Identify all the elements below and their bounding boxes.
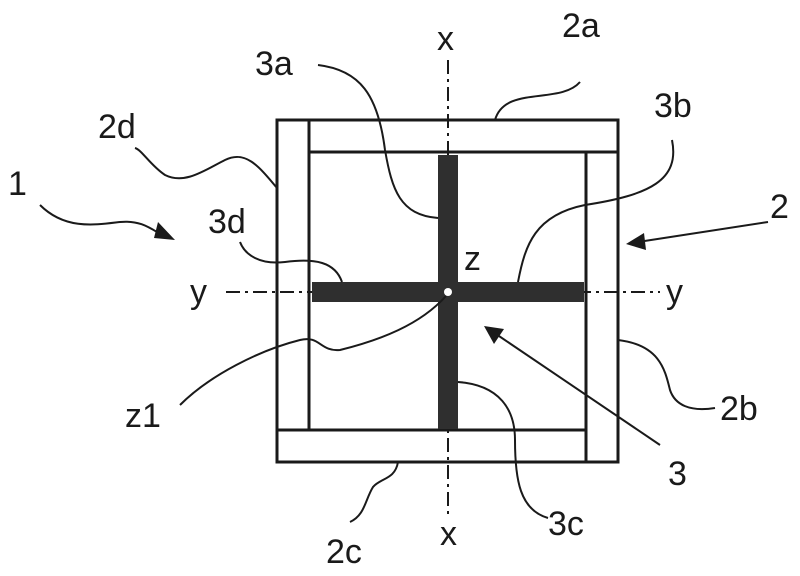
- arrows: [39, 204, 769, 446]
- label-center-point: z1: [125, 397, 161, 435]
- label-center-axis: z: [464, 240, 481, 278]
- side-member-2d: [275, 118, 311, 432]
- label-arm-bottom: 3c: [548, 505, 584, 543]
- leader-3c: [457, 381, 549, 519]
- arrow-1-shaft: [39, 204, 163, 236]
- label-axis-y-left: y: [190, 273, 207, 311]
- label-frame: 2: [770, 188, 789, 226]
- side-member-2b: [584, 150, 620, 464]
- label-arm-right: 3b: [654, 87, 692, 125]
- label-side-right: 2b: [720, 390, 758, 428]
- label-side-top: 2a: [562, 7, 600, 45]
- leader-2c: [349, 461, 399, 523]
- leader-2d: [134, 147, 278, 189]
- arrow-2-shaft: [637, 221, 769, 243]
- arrow-2-head: [626, 233, 646, 250]
- leader-3a: [317, 64, 439, 219]
- leader-z1: [179, 295, 447, 406]
- label-axis-x-top: x: [437, 20, 454, 58]
- leader-2b: [617, 339, 716, 410]
- label-axis-y-right: y: [666, 273, 683, 311]
- leader-lines: [134, 64, 716, 523]
- center-point-z1: [444, 288, 452, 296]
- label-device: 1: [8, 165, 27, 203]
- side-member-2c: [275, 428, 588, 464]
- label-arm-top: 3a: [255, 45, 293, 83]
- arrow-3-shaft: [495, 333, 661, 446]
- label-axis-x-bottom: x: [440, 515, 457, 553]
- reference-labels: 1 2 2a 2b 2c 2d 3 3a 3b 3c 3d z z1 x x y…: [8, 7, 789, 571]
- arrow-1-head: [154, 222, 175, 240]
- label-arm-left: 3d: [208, 203, 246, 241]
- label-side-left: 2d: [98, 108, 136, 146]
- cross-member: [312, 155, 584, 429]
- leader-3b: [517, 139, 675, 283]
- label-side-bottom: 2c: [326, 533, 362, 571]
- leader-2a: [494, 81, 581, 121]
- leader-3d: [239, 241, 343, 283]
- label-cross: 3: [668, 455, 687, 493]
- side-member-2a: [307, 118, 620, 154]
- arrow-3-head: [484, 326, 504, 344]
